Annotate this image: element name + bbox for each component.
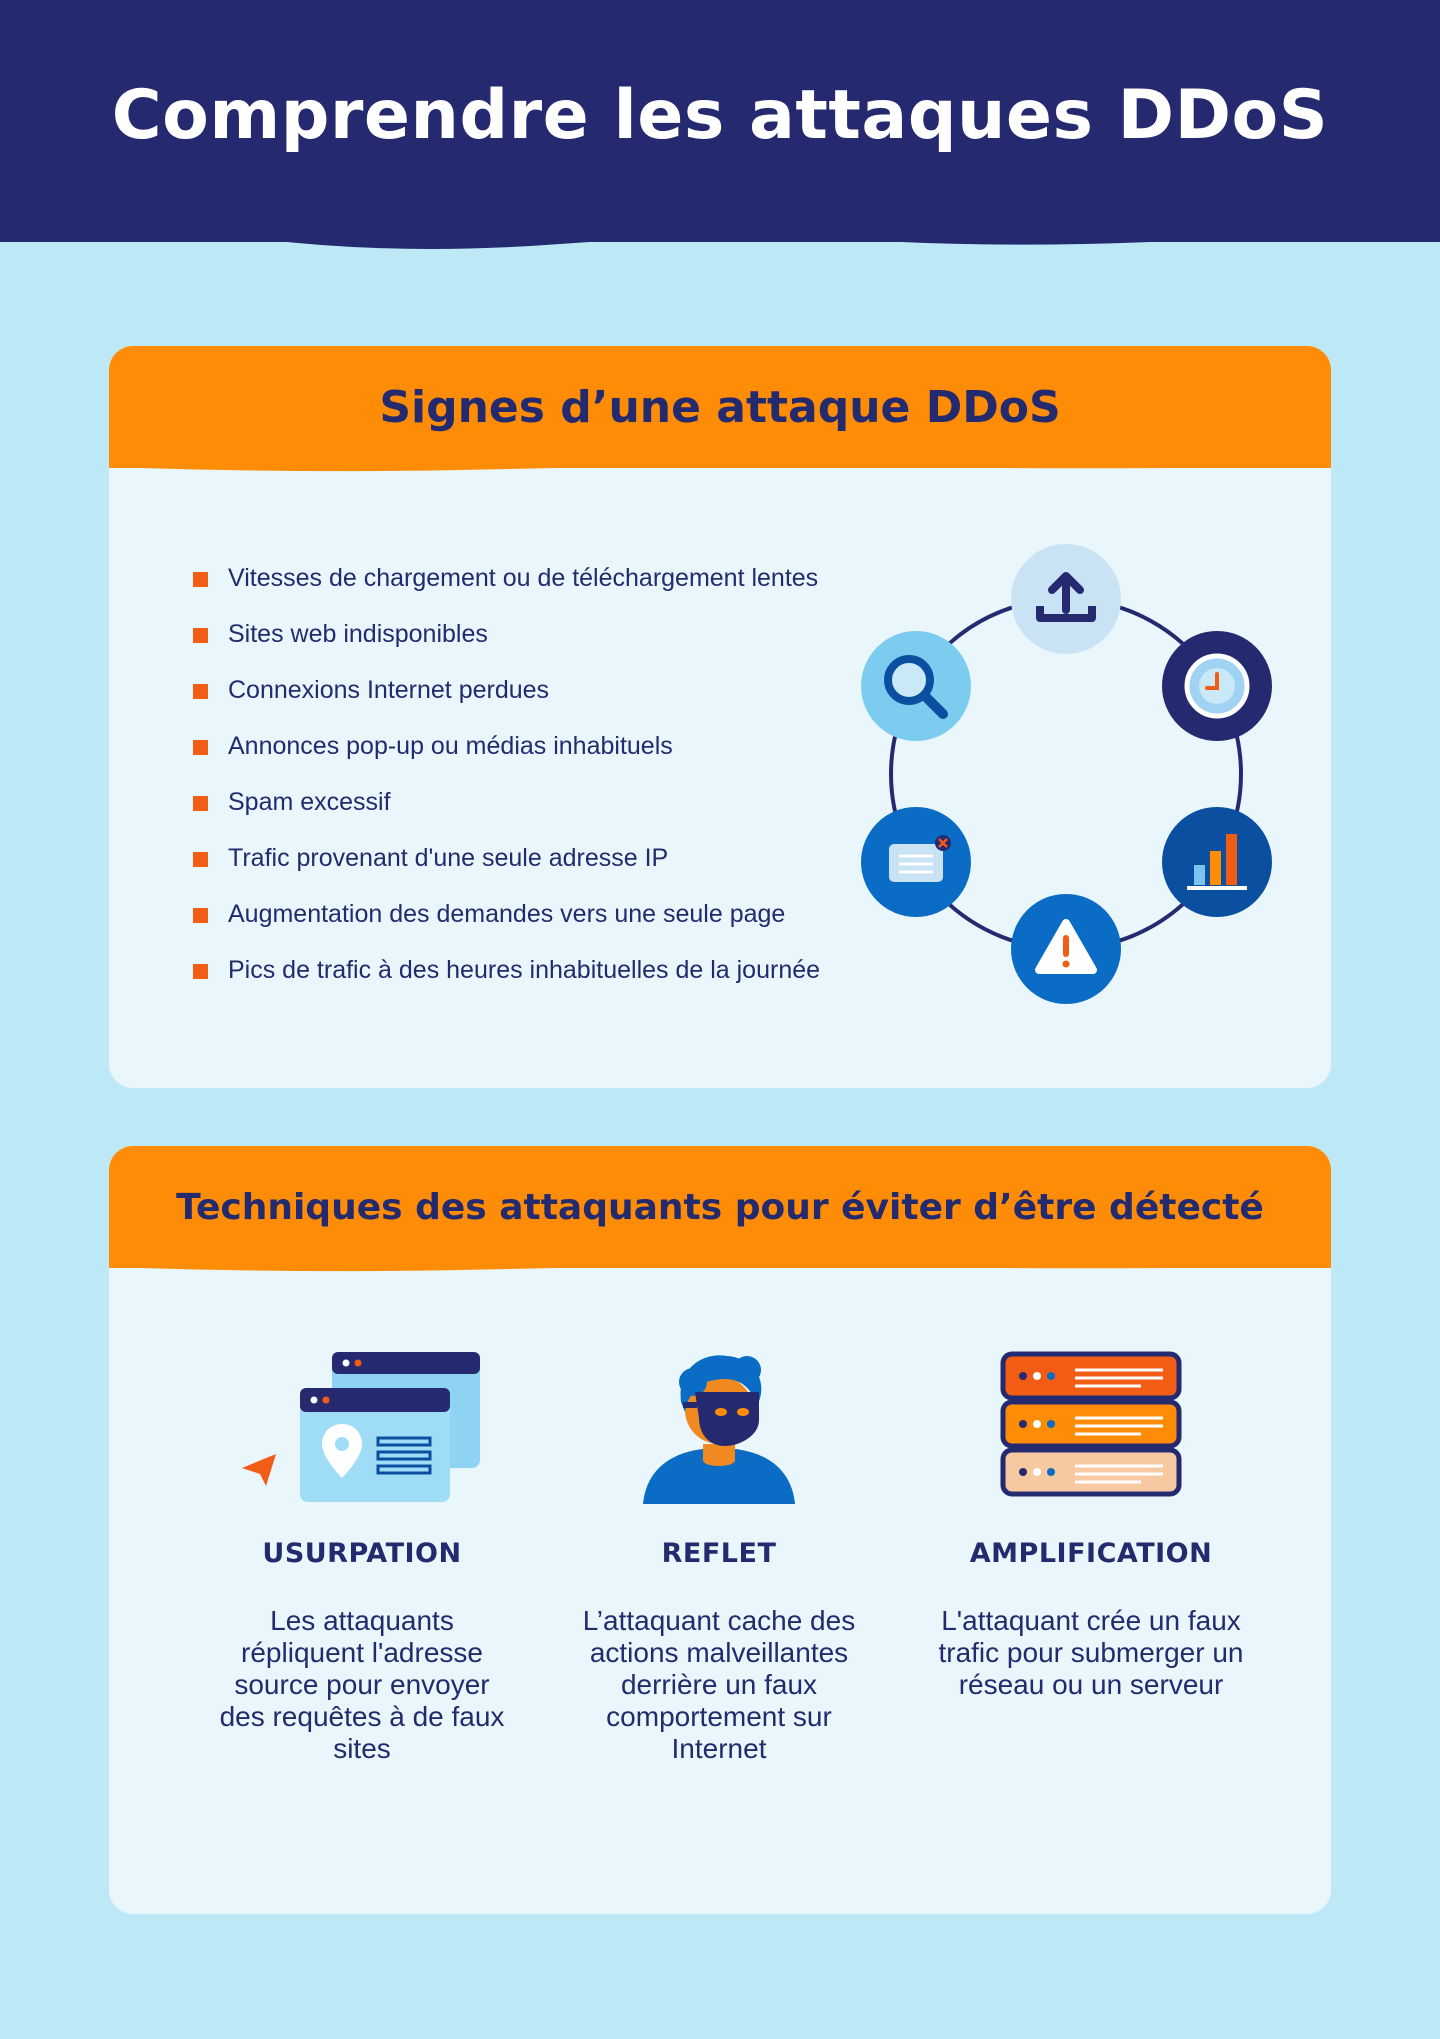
technique-description: L'attaquant crée un faux trafic pour sub… xyxy=(938,1605,1244,1700)
page-header: Comprendre les attaques DDoS xyxy=(0,0,1440,249)
signs-card: Signes d’une attaque DDoS Vitesses de ch… xyxy=(109,346,1331,1088)
list-item: Pics de trafic à des heures inhabituelle… xyxy=(193,942,820,998)
technique-name: AMPLIFICATION xyxy=(969,1538,1213,1569)
signs-list: Vitesses de chargement ou de téléchargem… xyxy=(193,550,820,998)
techniques-heading: Techniques des attaquants pour éviter d’… xyxy=(176,1186,1264,1228)
bar-chart-icon xyxy=(1162,807,1272,917)
attack-signs-cycle xyxy=(861,544,1272,1004)
list-item: Trafic provenant d'une seule adresse IP xyxy=(193,830,820,886)
spoofed-website-icon xyxy=(242,1352,480,1502)
list-item: Augmentation des demandes vers une seule… xyxy=(193,886,820,942)
page-title: Comprendre les attaques DDoS xyxy=(111,76,1329,155)
technique-name: USURPATION xyxy=(262,1538,462,1569)
clock-icon xyxy=(1162,631,1272,741)
technique-amplification: AMPLIFICATION L'attaquant crée un faux t… xyxy=(921,1346,1261,1701)
popup-window-icon xyxy=(861,807,971,917)
magnifier-icon xyxy=(861,631,971,741)
techniques-card: Techniques des attaquants pour éviter d’… xyxy=(109,1146,1331,1914)
signs-card-header xyxy=(109,346,1331,472)
technique-description: Les attaquants répliquent l'adresse sour… xyxy=(219,1605,505,1764)
technique-reflection: REFLET L’attaquant cache des actions mal… xyxy=(549,1346,889,1765)
upload-icon xyxy=(1011,544,1121,654)
list-item: Connexions Internet perdues xyxy=(193,662,820,718)
server-stack-icon xyxy=(1000,1351,1182,1497)
header-wavy-edge xyxy=(0,230,1440,249)
warning-icon xyxy=(1011,894,1121,1004)
list-item: Annonces pop-up ou médias inhabituels xyxy=(193,718,820,774)
masked-person-icon xyxy=(643,1355,795,1504)
list-item: Spam excessif xyxy=(193,774,820,830)
technique-spoofing: USURPATION Les attaquants répliquent l'a… xyxy=(192,1346,532,1765)
techniques-card-header xyxy=(109,1146,1331,1272)
list-item: Sites web indisponibles xyxy=(193,606,820,662)
technique-description: L’attaquant cache des actions malveillan… xyxy=(582,1605,856,1764)
signs-heading: Signes d’une attaque DDoS xyxy=(379,381,1061,433)
list-item: Vitesses de chargement ou de téléchargem… xyxy=(193,550,820,606)
technique-name: REFLET xyxy=(661,1538,777,1569)
